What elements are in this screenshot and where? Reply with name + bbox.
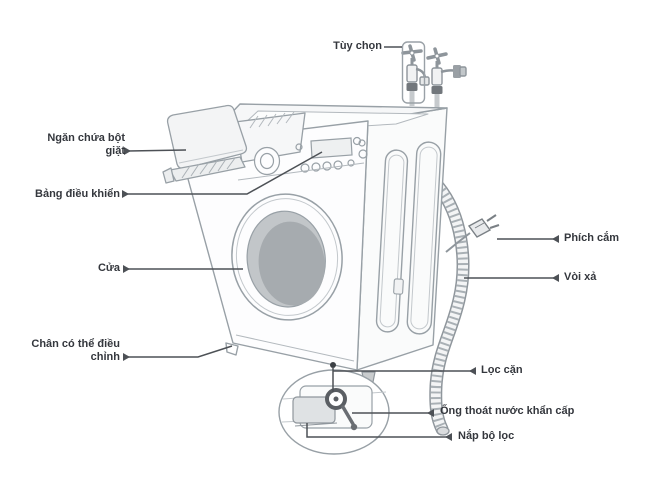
label-adjustable-feet: Chân có thể điều chỉnh (31, 338, 120, 363)
label-power-plug: Phích cắm (564, 232, 620, 244)
optional-bracket (401, 41, 426, 104)
label-drain-hose: Vòi xả (564, 271, 597, 283)
emergency-drain-tube-icon (341, 405, 355, 426)
label-detergent-drawer: Ngăn chứa bột giặt (47, 132, 125, 157)
label-door: Cửa (97, 262, 120, 274)
leader-lines (123, 46, 558, 438)
filter-cover-icon (292, 396, 336, 424)
leader-arrowheads (122, 147, 559, 441)
label-control-panel: Bảng điều khiển (35, 188, 120, 200)
detergent-drawer-icon (162, 104, 306, 184)
filter-inset (278, 369, 390, 455)
label-emergency-drain-tube: Ống thoát nước khẩn cấp (440, 405, 575, 417)
label-debris-filter: Lọc cặn (481, 364, 523, 376)
side-handle (393, 278, 404, 295)
door-icon (231, 193, 343, 321)
power-plug-icon (445, 214, 500, 253)
label-optional: Tùy chọn (333, 40, 382, 52)
drain-hose-icon (429, 179, 470, 436)
label-filter-cover: Nắp bộ lọc (458, 430, 515, 442)
water-taps-icon (401, 41, 467, 112)
